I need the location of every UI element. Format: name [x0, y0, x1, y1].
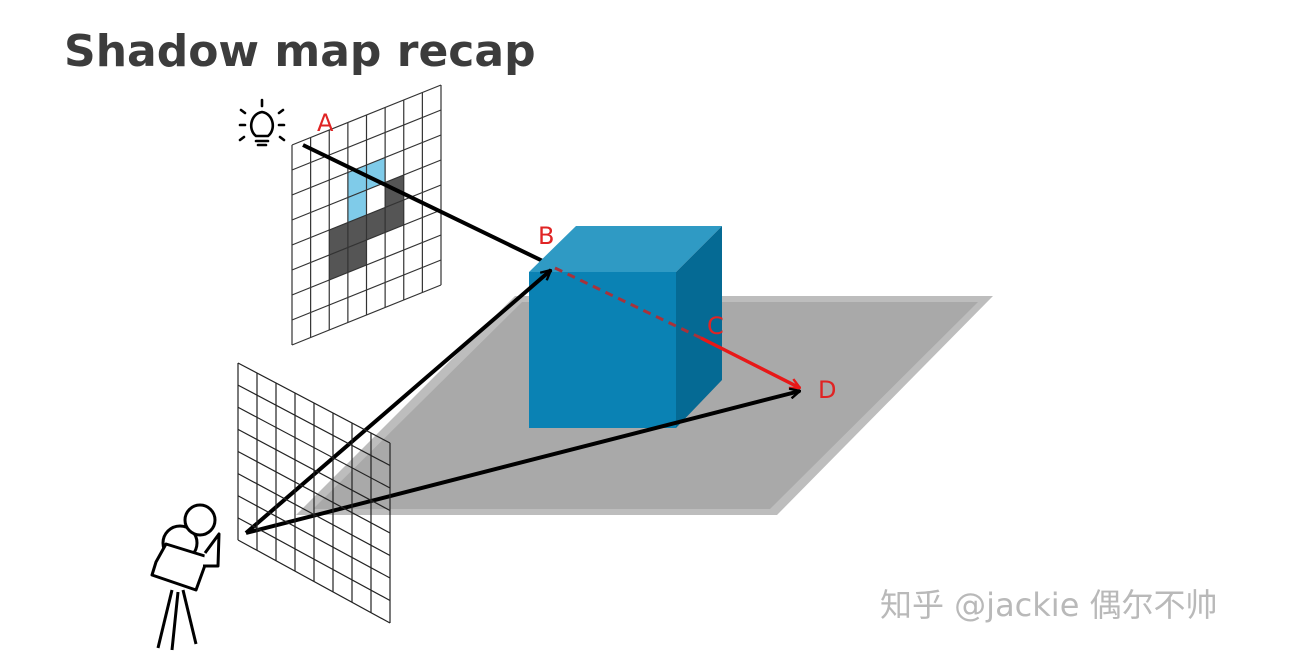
page-title: Shadow map recap [64, 26, 536, 77]
light-bulb-icon [238, 98, 286, 147]
grid-cell-lit [347, 190, 367, 223]
grid-cell-shadow [385, 200, 404, 233]
grid-line [291, 234, 442, 296]
grid-line [291, 284, 442, 346]
camera-image-plane-grid [237, 362, 391, 624]
point-label-d: D [818, 376, 836, 404]
grid-cell-shadow [329, 222, 348, 255]
camera-ray-to-d [245, 391, 800, 535]
occluder-cube [529, 226, 722, 428]
grid-line [291, 184, 442, 246]
movie-camera-icon [150, 503, 221, 651]
shadowed-ray-segment [700, 336, 800, 390]
camera-ray-to-b [244, 270, 551, 535]
grid-line [237, 450, 391, 534]
watermark: 知乎 @jackie 偶尔不帅 [880, 586, 1218, 624]
grid-line [291, 209, 442, 271]
light-shadow-map-grid [291, 84, 442, 346]
grid-line [237, 517, 391, 602]
grid-line [237, 495, 391, 579]
grid-line [291, 259, 442, 321]
grid-cell-shadow [329, 247, 348, 280]
grid-cell-shadow [347, 215, 367, 248]
point-label-a: A [317, 109, 334, 137]
point-label-b: B [538, 222, 554, 250]
grid-cell-shadow [366, 207, 386, 240]
point-label-c: C [707, 312, 724, 340]
ray-light-to-b [302, 143, 553, 268]
grid-cell-shadow [347, 240, 367, 273]
grid-line [237, 539, 391, 624]
grid-line [237, 473, 391, 557]
